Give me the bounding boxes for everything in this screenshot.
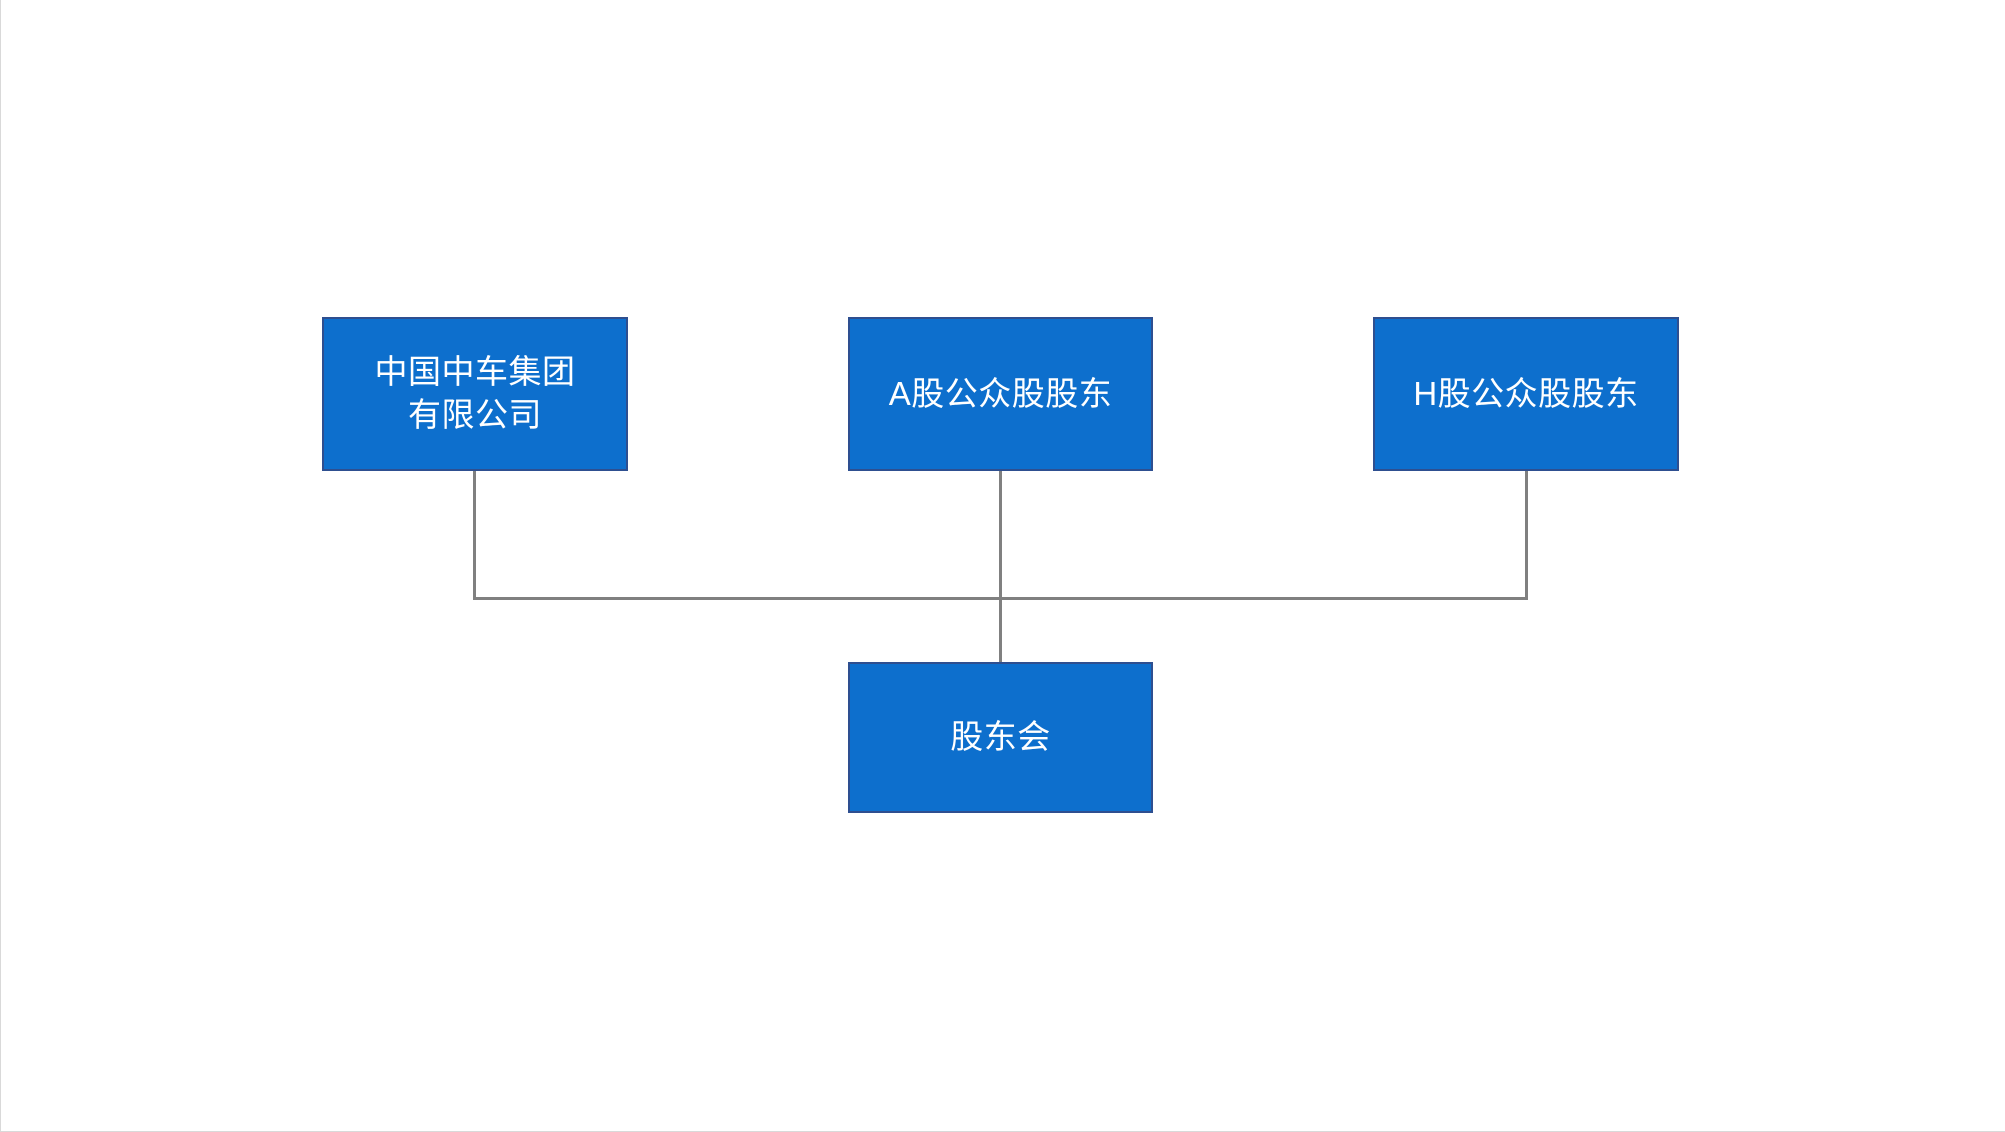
- page-edge-left-rule: [0, 0, 1, 1132]
- node-h-share-public[interactable]: H股公众股股东: [1373, 317, 1679, 471]
- node-shareholders-meeting[interactable]: 股东会: [848, 662, 1153, 813]
- connector-center-spine: [999, 471, 1002, 663]
- connector-ccrc-vertical: [473, 471, 476, 600]
- node-ccrc-group[interactable]: 中国中车集团 有限公司: [322, 317, 628, 471]
- node-ccrc-group-label: 中国中车集团 有限公司: [374, 353, 576, 433]
- connector-h-share-vertical: [1525, 471, 1528, 600]
- node-a-share-public-label: A股公众股股东: [888, 374, 1113, 412]
- node-a-share-public[interactable]: A股公众股股东: [848, 317, 1153, 471]
- node-h-share-public-label: H股公众股股东: [1413, 374, 1639, 412]
- node-shareholders-meeting-label: 股东会: [950, 718, 1051, 756]
